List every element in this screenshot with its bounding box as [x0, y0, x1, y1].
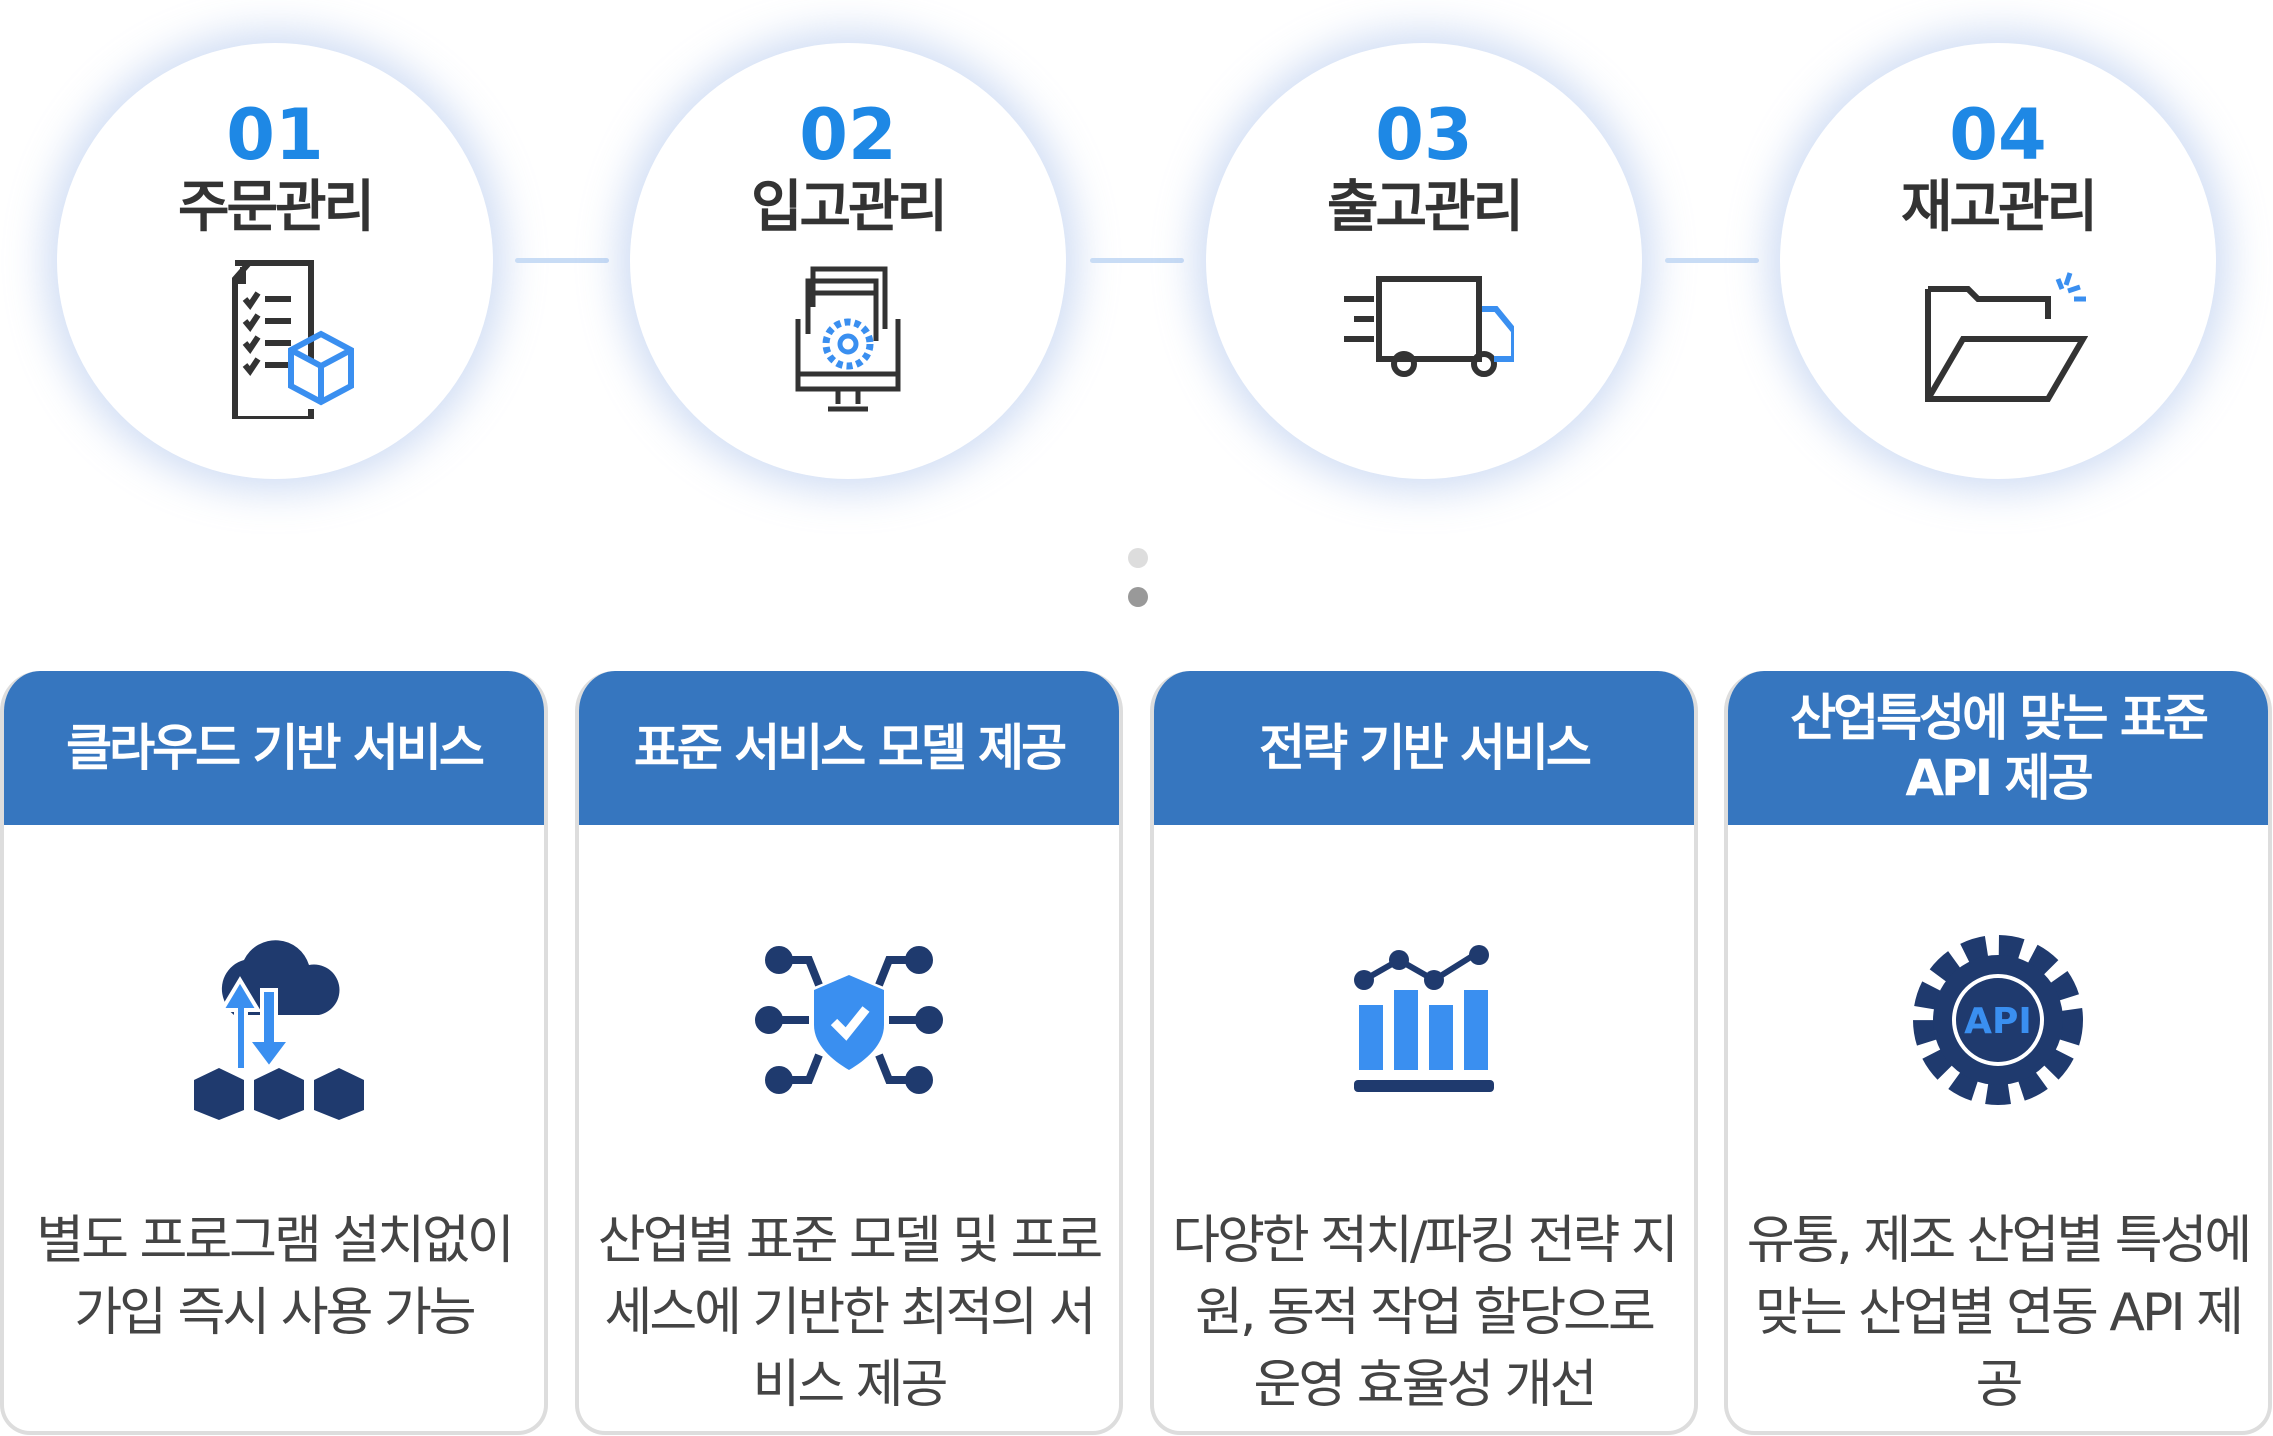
card-title: 표준 서비스 모델 제공 — [579, 671, 1119, 825]
cloud-sync-icon — [194, 940, 364, 1120]
card-title: 전략 기반 서비스 — [1154, 671, 1694, 825]
card-description: 유통, 제조 산업별 특성에 맞는 산업별 연동 API 제공 — [1746, 1211, 2253, 1415]
connector-line — [515, 258, 609, 263]
bar-chart-icon — [1354, 945, 1494, 1092]
api-gear-icon: API — [1913, 935, 2083, 1105]
connector-line — [1665, 258, 1759, 263]
step-title: 입고관리 — [750, 175, 948, 240]
shield-network-icon — [755, 946, 943, 1094]
feature-card-2: 표준 서비스 모델 제공 산업별 표준 모델 및 프로세스에 기반한 최적의 서… — [575, 671, 1123, 1435]
card-description: 산업별 표준 모델 및 프로세스에 기반한 최적의 서비스 제공 — [597, 1211, 1104, 1415]
step-number: 01 — [226, 94, 324, 176]
api-label: API — [1964, 1001, 2032, 1042]
card-description: 별도 프로그램 설치없이 가입 즉시 사용 가능 — [36, 1211, 514, 1343]
step-number: 03 — [1375, 94, 1473, 176]
card-description: 다양한 적치/파킹 전략 지원, 동적 작업 할당으로 운영 효율성 개선 — [1172, 1211, 1679, 1415]
feature-card-4: 산업특성에 맞는 표준 API 제공 API 유통, 제조 산업별 특성에 맞는… — [1724, 671, 2272, 1435]
feature-card-1: 클라우드 기반 서비스 별도 프로그램 설치없이 가입 즉시 사용 가능 — [0, 671, 548, 1435]
step-circle-1: 01 주문관리 — [57, 43, 493, 479]
step-title: 출고관리 — [1326, 175, 1524, 240]
pagination-dot-active[interactable] — [1128, 587, 1148, 607]
feature-card-3: 전략 기반 서비스 다양한 적치/파킹 전략 지원, 동적 작업 할당으로 운영… — [1150, 671, 1698, 1435]
step-circle-2: 02 입고관리 — [630, 43, 1066, 479]
step-title: 주문관리 — [177, 175, 375, 240]
step-title: 재고관리 — [1900, 175, 2098, 240]
connector-line — [1090, 258, 1184, 263]
step-circle-3: 03 출고관리 — [1206, 43, 1642, 479]
card-title: 클라우드 기반 서비스 — [4, 671, 544, 825]
monitor-gear-icon — [795, 266, 901, 412]
pagination-dot[interactable] — [1128, 548, 1148, 568]
step-number: 02 — [799, 94, 897, 176]
delivery-truck-icon — [1344, 276, 1517, 377]
step-number: 04 — [1949, 94, 2047, 176]
order-checklist-icon — [232, 260, 354, 422]
step-circle-4: 04 재고관리 — [1780, 43, 2216, 479]
card-title: 산업특성에 맞는 표준 API 제공 — [1728, 671, 2268, 825]
open-folder-icon — [1925, 272, 2089, 402]
